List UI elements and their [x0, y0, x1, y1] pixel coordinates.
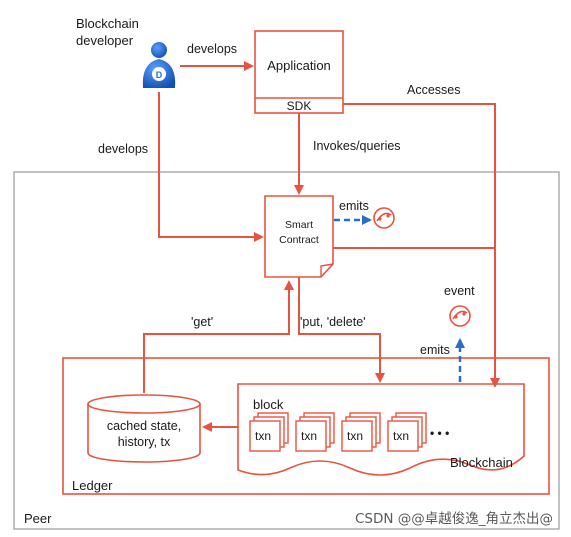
ledger-label: Ledger	[72, 478, 113, 493]
ledger-box: Ledger	[62, 357, 550, 495]
ellipsis-dots: • • •	[430, 426, 449, 440]
txn-label: txn	[301, 429, 317, 443]
developer-label-line1: Blockchain	[76, 16, 139, 31]
peer-label: Peer	[24, 511, 52, 526]
cached-state-line1: cached state,	[107, 419, 181, 433]
txn-stack-2: txn	[295, 412, 335, 452]
smart-contract-line1: Smart	[285, 219, 313, 231]
peer-box: Peer	[13, 171, 560, 530]
smart-contract-line2: Contract	[279, 234, 319, 246]
event-label: event	[444, 284, 475, 298]
txn-stack-1: txn	[249, 412, 289, 452]
application-title: Application	[267, 58, 331, 73]
watermark: CSDN @@卓越俊逸_角立杰出@	[355, 511, 553, 527]
develops-left-label: develops	[98, 142, 148, 156]
event-icon	[373, 207, 395, 229]
developer-avatar: D	[142, 42, 176, 88]
get-arrow	[143, 280, 294, 393]
invokes-label: Invokes/queries	[313, 139, 401, 153]
emits-contract-label: emits	[339, 199, 369, 213]
txn-stack-3: txn	[341, 412, 381, 452]
put-delete-label: 'put, 'delete'	[300, 315, 366, 329]
smart-contract-box: Smart Contract	[264, 195, 334, 278]
developer-label-line2: developer	[76, 33, 134, 48]
application-box: Application SDK	[254, 30, 344, 114]
blockchain-label: Blockchain	[450, 455, 513, 470]
accesses-arrow	[343, 103, 500, 388]
get-label: 'get'	[191, 315, 213, 329]
block-label: block	[253, 397, 284, 412]
txn-stack-4: txn	[387, 412, 427, 452]
put-delete-arrow	[298, 277, 385, 383]
develops-top-label: develops	[187, 42, 237, 56]
emits-block-label: emits	[420, 343, 450, 357]
cached-state-line2: history, tx	[118, 435, 171, 449]
txn-label: txn	[393, 429, 409, 443]
event-icon	[449, 305, 471, 327]
blockchain-shape	[237, 383, 525, 476]
accesses-label: Accesses	[407, 83, 461, 97]
avatar-letter: D	[156, 70, 163, 80]
txn-label: txn	[255, 429, 271, 443]
sdk-label: SDK	[287, 99, 312, 113]
cached-state-cylinder: cached state, history, tx	[87, 394, 201, 463]
develops-contract-arrow	[158, 92, 264, 242]
txn-label: txn	[347, 429, 363, 443]
